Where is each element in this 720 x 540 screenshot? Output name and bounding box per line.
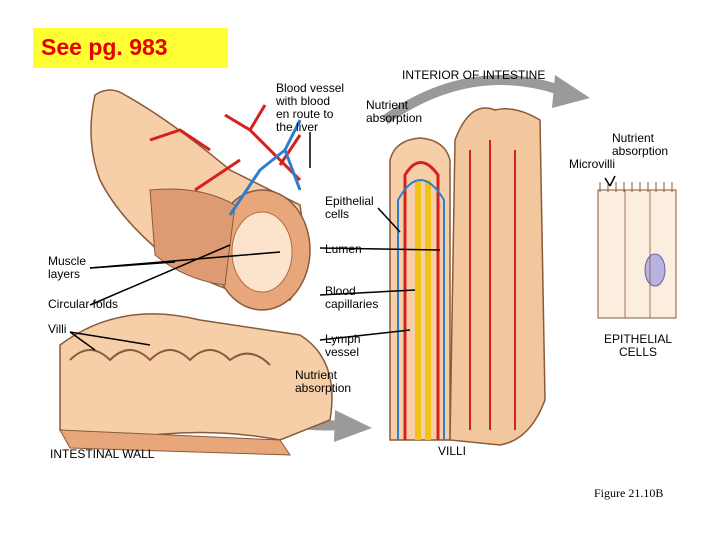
epithelial-nucleus xyxy=(644,253,666,287)
intestinal-wall-base xyxy=(59,429,291,456)
arrow-to-interior xyxy=(382,75,562,125)
label-circular-folds: Circular folds xyxy=(48,297,119,311)
label-blood-capillaries: Blood capillaries xyxy=(325,284,379,311)
epithelial-microvilli xyxy=(599,182,673,192)
label-lymph-vessel: Lymph vessel xyxy=(325,332,361,359)
arrow-to-interior-head xyxy=(552,75,590,108)
label-epithelial-cells-caps: EPITHELIAL CELLS xyxy=(604,332,673,359)
page-reference-text: See pg. 983 xyxy=(41,34,168,60)
villus-right-vessels xyxy=(469,140,516,430)
label-villi-caps: VILLI xyxy=(438,444,467,458)
villus-capillary-artery xyxy=(403,161,440,440)
label-lumen: Lumen xyxy=(325,242,362,256)
label-nutrient-absorption-top: Nutrient absorption xyxy=(366,98,423,125)
label-muscle-layers: Muscle layers xyxy=(48,254,87,281)
label-intestinal-wall: INTESTINAL WALL xyxy=(50,447,155,461)
label-interior-of-intestine: INTERIOR OF INTESTINE xyxy=(402,68,546,82)
label-nutrient-absorption-bottom: Nutrient absorption xyxy=(295,368,352,395)
vein-branches xyxy=(228,119,302,216)
figure-caption: Figure 21.10B xyxy=(594,486,664,500)
muscle-band xyxy=(149,188,236,286)
epithelial-cell-borders xyxy=(624,190,651,318)
label-blood-vessel-liver: Blood vessel with blood en route to the … xyxy=(276,81,345,134)
page-reference-box: See pg. 983 xyxy=(33,28,228,68)
label-epithelial-cells: Epithelial cells xyxy=(325,194,374,221)
label-villi: Villi xyxy=(48,322,67,336)
epithelial-cells-panel xyxy=(597,189,677,319)
intestinal-wall-villi-fold xyxy=(69,349,271,366)
villus-lymph-lacteal xyxy=(415,180,431,440)
artery-branches xyxy=(149,104,302,192)
arrow-to-villi-head xyxy=(334,410,372,442)
villus-right-folds xyxy=(449,107,546,446)
label-nutrient-absorption-right: Nutrient absorption xyxy=(612,131,669,158)
villus-capillary-vein xyxy=(397,179,445,440)
label-microvilli: Microvilli xyxy=(569,157,615,171)
intestinal-wall-slab xyxy=(59,313,333,441)
leader-lines xyxy=(69,132,616,351)
intestine-lumen xyxy=(231,211,293,293)
